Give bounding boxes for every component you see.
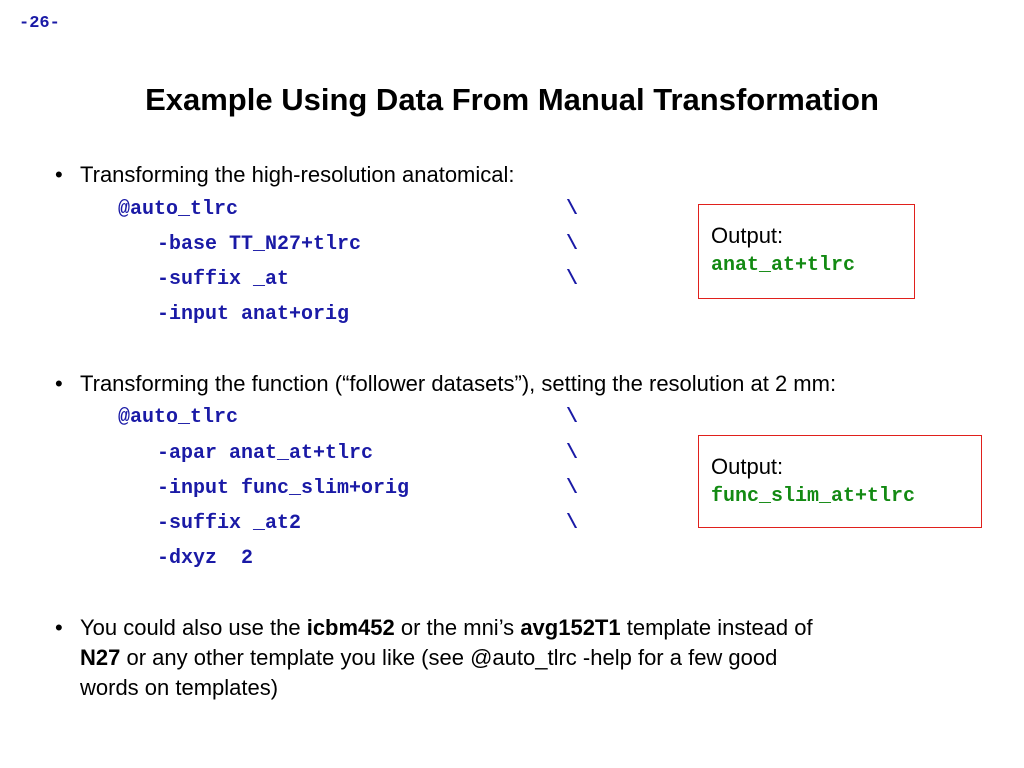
text-run: words on templates) bbox=[80, 675, 279, 700]
code-line: -input anat+orig bbox=[157, 303, 350, 326]
line-continuation: \ bbox=[566, 442, 579, 465]
line-continuation: \ bbox=[566, 477, 579, 500]
bullet-marker: • bbox=[55, 371, 63, 396]
bullet-text: You could also use the icbm452 or the mn… bbox=[80, 613, 980, 703]
output-label: Output: bbox=[711, 223, 784, 248]
text-run: or any other template you like (see @aut… bbox=[120, 645, 778, 670]
output-label: Output: bbox=[711, 454, 784, 479]
line-continuation: \ bbox=[566, 512, 579, 535]
page-number: -26- bbox=[19, 14, 60, 33]
bullet-text-line: words on templates) bbox=[80, 673, 980, 703]
code-line: @auto_tlrc bbox=[118, 406, 239, 429]
output-box: Output: anat_at+tlrc bbox=[698, 204, 915, 299]
text-run: template instead of bbox=[620, 615, 813, 640]
code-line: -suffix _at2 bbox=[157, 512, 302, 535]
bullet-text: Transforming the high-resolution anatomi… bbox=[80, 162, 515, 187]
code-line: -input func_slim+orig bbox=[157, 477, 410, 500]
text-run: You could also use the bbox=[80, 615, 307, 640]
line-continuation: \ bbox=[566, 406, 579, 429]
bullet-marker: • bbox=[55, 162, 63, 187]
code-line: -base TT_N27+tlrc bbox=[157, 233, 362, 256]
line-continuation: \ bbox=[566, 198, 579, 221]
bullet-marker: • bbox=[55, 615, 63, 640]
template-name: avg152T1 bbox=[520, 615, 621, 640]
line-continuation: \ bbox=[566, 233, 579, 256]
output-box: Output: func_slim_at+tlrc bbox=[698, 435, 982, 528]
code-line: -dxyz 2 bbox=[157, 547, 254, 570]
template-name: N27 bbox=[80, 645, 121, 670]
line-continuation: \ bbox=[566, 268, 579, 291]
bullet-text-line: You could also use the icbm452 or the mn… bbox=[80, 613, 980, 643]
slide-title: Example Using Data From Manual Transform… bbox=[145, 82, 879, 117]
bullet-text: Transforming the function (“follower dat… bbox=[80, 371, 837, 396]
template-name: icbm452 bbox=[306, 615, 395, 640]
code-line: -suffix _at bbox=[157, 268, 290, 291]
code-line: -apar anat_at+tlrc bbox=[157, 442, 374, 465]
bullet-text-line: N27 or any other template you like (see … bbox=[80, 643, 980, 673]
output-value: func_slim_at+tlrc bbox=[711, 485, 916, 508]
text-run: or the mni’s bbox=[394, 615, 521, 640]
code-line: @auto_tlrc bbox=[118, 198, 239, 221]
output-value: anat_at+tlrc bbox=[711, 254, 856, 277]
